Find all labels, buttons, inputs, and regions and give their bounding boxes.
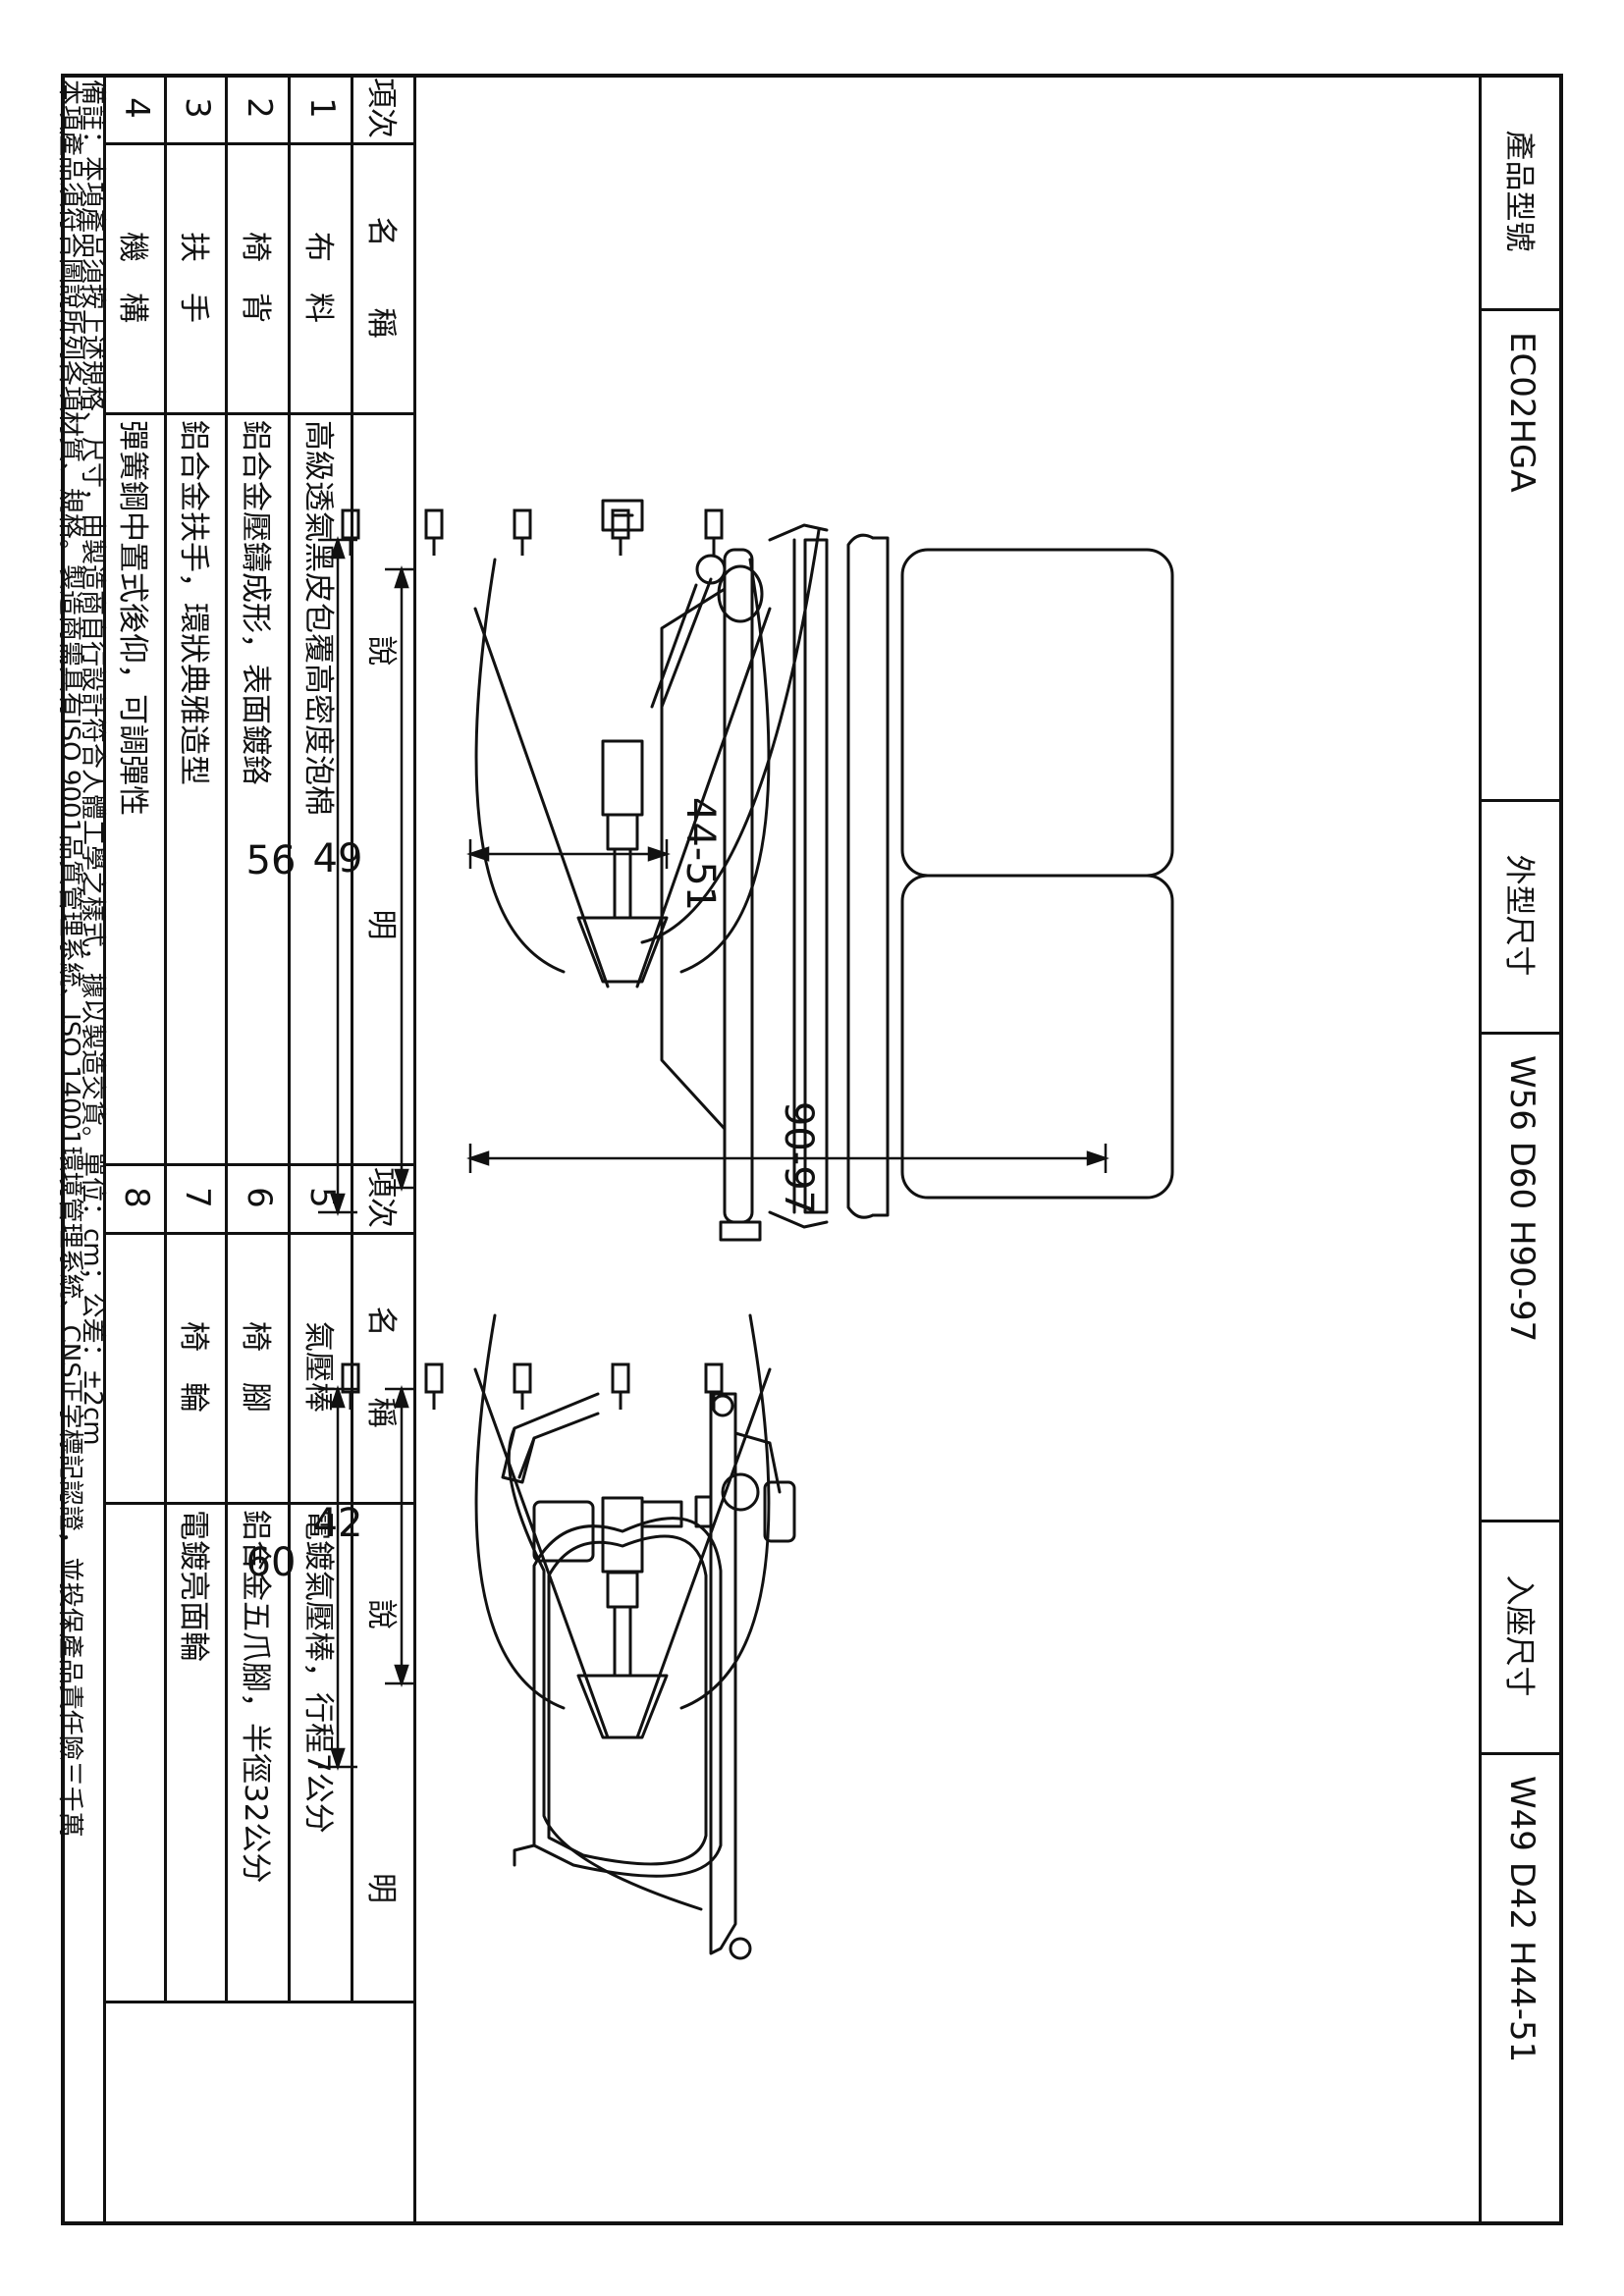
- row-no: 3: [178, 97, 217, 119]
- col-header-desc: 說 明: [363, 1599, 400, 1903]
- row-name: 椅 腳: [238, 1321, 274, 1413]
- dim-front-inner: 49: [313, 836, 363, 881]
- row-no: 8: [117, 1187, 156, 1208]
- row-name: 布 料: [300, 232, 337, 323]
- col-header-name: 名 稱: [363, 216, 400, 339]
- dim-front-height: 44-51: [677, 797, 723, 911]
- col-header-no: 項次: [363, 1167, 400, 1228]
- row-desc: 電鍍亮面輪: [176, 1510, 212, 1662]
- row-desc: 鋁合金扶手，環狀典雅造型: [176, 420, 212, 785]
- row-desc: [106, 1502, 167, 2001]
- row-desc: 鋁合金五爪腳，半徑32公分: [238, 1510, 274, 1884]
- row-name: 椅 輪: [176, 1321, 212, 1413]
- row-no: 4: [117, 97, 156, 119]
- row-no: 6: [240, 1187, 279, 1208]
- col-header-name: 名 稱: [363, 1306, 400, 1428]
- row-desc: 電鍍氣壓棒，行程7公分: [300, 1510, 337, 1834]
- row-no: 1: [302, 97, 342, 119]
- dim-side-total: 60: [246, 1540, 297, 1585]
- row-name: 氣壓棒: [300, 1321, 337, 1413]
- row-desc: 彈簧鋼中置式後仰，可調彈性: [115, 420, 151, 816]
- dimension-lines: [318, 536, 1110, 1771]
- table-col-line: [106, 2001, 416, 2003]
- col-header-desc: 說 明: [363, 635, 400, 940]
- row-name: 椅 背: [238, 232, 274, 323]
- row-name: [106, 1232, 167, 1502]
- row-no: 5: [302, 1187, 342, 1208]
- dim-side-height: 90-97: [776, 1101, 821, 1215]
- row-desc: 高級透氣黑皮包覆高密度泡棉: [300, 420, 337, 816]
- side-view-drawing: [473, 1313, 796, 1960]
- row-name: 機 構: [115, 232, 151, 323]
- notes-line-2: 本項產品須符合圖說所列各項材質、規格。製造商需具有ISO 9001品質管理系統、…: [55, 80, 84, 1838]
- row-no: 2: [240, 97, 279, 119]
- dim-side-inner: 42: [313, 1501, 363, 1546]
- front-casters: [601, 499, 644, 532]
- col-header-no: 項次: [363, 78, 400, 138]
- dimension-labels: 56 49 44-51 60 42 90-97: [246, 797, 821, 1585]
- dim-front-total: 56: [246, 838, 297, 883]
- row-name: 扶 手: [176, 232, 212, 323]
- front-view-drawing: [473, 499, 1174, 1242]
- row-no: 7: [178, 1187, 217, 1208]
- row-desc: 鋁合金壓鑄成形，表面鍍鉻: [238, 420, 274, 785]
